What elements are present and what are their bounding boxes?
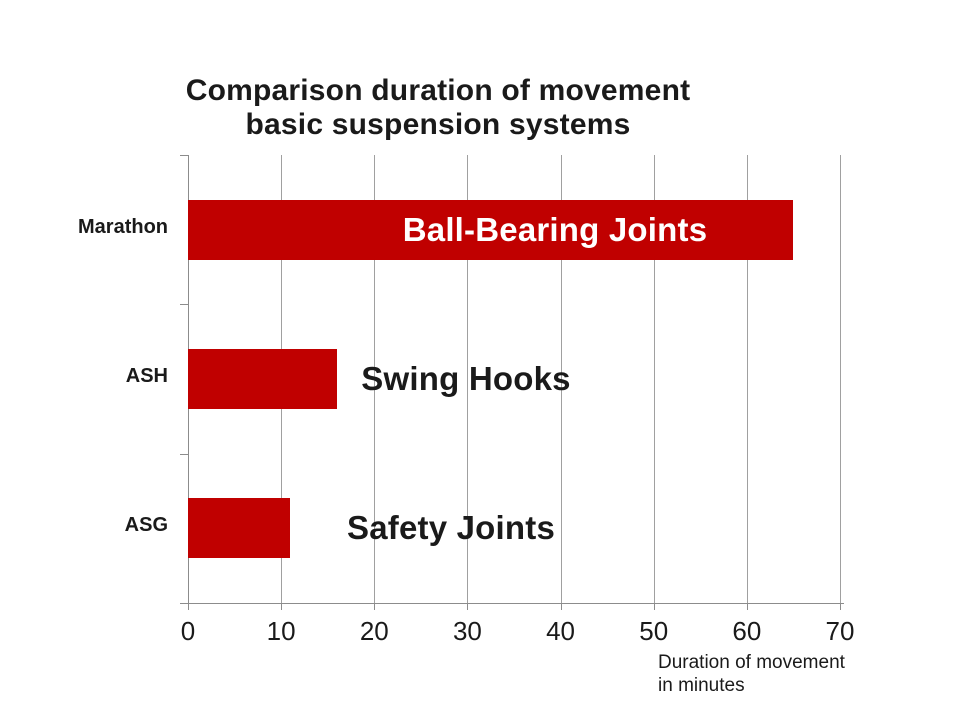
x-tick-label-50: 50 bbox=[639, 616, 669, 646]
gridline-x-30 bbox=[467, 155, 469, 603]
x-tick-mark-40 bbox=[560, 603, 562, 610]
x-tick-label-40: 40 bbox=[546, 616, 576, 646]
x-tick-mark-10 bbox=[281, 603, 283, 610]
bar-ash bbox=[188, 349, 337, 409]
y-tick-mark-2 bbox=[180, 454, 188, 455]
gridline-x-70 bbox=[840, 155, 841, 603]
bar-value-label-1: Ball-Bearing Joints bbox=[402, 211, 708, 248]
bar-value-label-2: Swing Hooks bbox=[361, 360, 571, 397]
bar-asg bbox=[188, 498, 290, 558]
x-tick-label-0: 0 bbox=[180, 616, 196, 646]
gridline-x-20 bbox=[374, 155, 376, 603]
x-tick-label-70: 70 bbox=[825, 616, 855, 646]
x-tick-label-20: 20 bbox=[359, 616, 389, 646]
category-label-asg: ASG bbox=[124, 514, 168, 536]
x-axis-line bbox=[188, 603, 844, 604]
x-tick-label-10: 10 bbox=[266, 616, 296, 646]
x-tick-label-30: 30 bbox=[452, 616, 482, 646]
x-tick-label-60: 60 bbox=[732, 616, 762, 646]
gridline-x-40 bbox=[560, 155, 562, 603]
category-label-ash: ASH bbox=[125, 365, 168, 387]
x-tick-mark-60 bbox=[746, 603, 748, 610]
x-axis-title-line2: in minutes bbox=[658, 675, 745, 696]
x-tick-mark-30 bbox=[467, 603, 469, 610]
chart-title-line2: basic suspension systems bbox=[245, 108, 631, 141]
chart-title: Comparison duration of movement basic su… bbox=[186, 74, 691, 142]
x-tick-mark-70 bbox=[840, 603, 841, 610]
chart-title-line1: Comparison duration of movement bbox=[185, 74, 691, 107]
gridline-x-50 bbox=[653, 155, 655, 603]
y-tick-mark-1 bbox=[180, 304, 188, 305]
y-tick-mark-0 bbox=[180, 155, 188, 156]
gridline-x-60 bbox=[746, 155, 748, 603]
x-axis-title-line1: Duration of movement bbox=[658, 652, 845, 673]
bar-marathon bbox=[188, 200, 793, 260]
x-axis-title: Duration of movement in minutes bbox=[658, 651, 845, 697]
x-tick-mark-20 bbox=[374, 603, 376, 610]
category-label-marathon: Marathon bbox=[78, 216, 168, 238]
y-tick-mark-3 bbox=[180, 603, 188, 604]
x-tick-mark-50 bbox=[653, 603, 655, 610]
x-tick-mark-0 bbox=[188, 603, 189, 610]
bar-value-label-3: Safety Joints bbox=[347, 509, 555, 546]
